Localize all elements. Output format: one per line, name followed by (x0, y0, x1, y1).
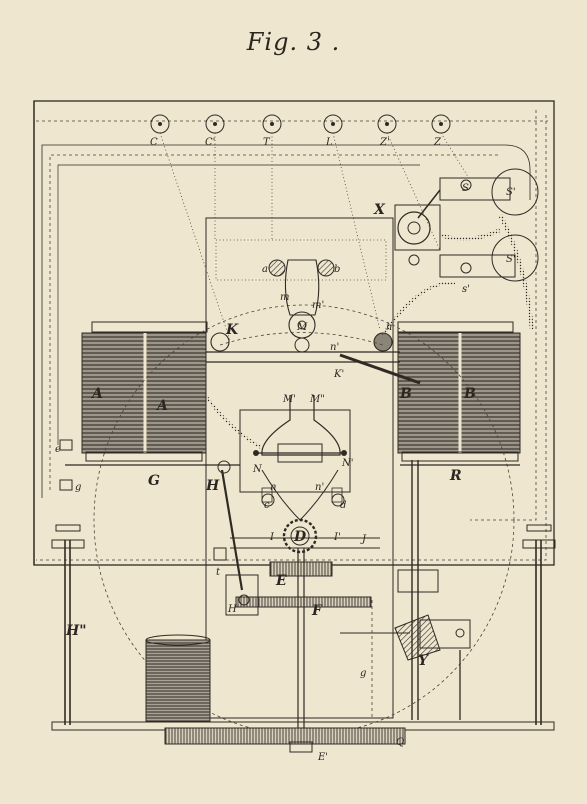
label-S: S (462, 183, 469, 194)
wire-top-1 (41, 144, 531, 498)
drum-cylinder (145, 634, 211, 723)
label-D: D (293, 529, 307, 545)
label-J: J (360, 534, 367, 545)
label-N-prime: N' (341, 458, 354, 469)
label-H-prime: H' (227, 604, 239, 615)
label-A-inner: A (155, 398, 168, 414)
electromagnet-B (397, 321, 521, 462)
label-B-outer: B (463, 386, 476, 402)
label-I-prime: I' (333, 532, 341, 543)
armature-top (268, 259, 335, 353)
label-H: H (205, 478, 220, 494)
label-s-prime: s' (462, 284, 470, 295)
label-t: t (216, 567, 221, 578)
label-C: C (150, 137, 158, 148)
label-K-prime: K' (333, 369, 344, 380)
label-S-prime-2: S' (506, 254, 516, 265)
label-M-dprime: M" (309, 394, 325, 405)
figure-title: Fig. 3 . (246, 28, 341, 56)
label-d: d (340, 500, 346, 511)
label-B-inner: B (399, 386, 412, 402)
label-c: c (264, 500, 270, 511)
pivot-K (210, 332, 230, 352)
label-g-lower: g (360, 668, 366, 679)
label-L: L (325, 137, 333, 148)
label-I: I (269, 532, 275, 543)
gear-D (230, 518, 380, 554)
post-left (51, 524, 85, 725)
label-T: T (263, 137, 271, 148)
label-F: F (311, 603, 323, 619)
mechanism-X (381, 168, 539, 336)
label-Z: Z (433, 137, 442, 148)
label-n-prime: n' (330, 342, 339, 353)
terminal-row (150, 114, 451, 134)
label-K: K (225, 322, 239, 338)
label-h: h (386, 322, 392, 333)
label-Q: Q (396, 737, 404, 748)
label-S-prime: S' (506, 187, 516, 198)
label-Y: Y (418, 653, 430, 669)
labels: C C' T L Z' Z A A B B K K' h n' X S S' S… (55, 137, 516, 763)
lever-G (59, 439, 244, 591)
label-m: m (280, 292, 289, 303)
label-E-prime: E' (317, 752, 328, 763)
label-m-prime: m' (312, 300, 324, 311)
label-b: b (334, 264, 340, 275)
label-R: R (449, 468, 462, 484)
gear-train (225, 548, 372, 740)
pivot-h (373, 332, 393, 352)
electromagnet-A (81, 321, 208, 462)
base-plate (51, 721, 555, 753)
label-e: e (55, 444, 61, 455)
label-g: g (75, 482, 81, 493)
central-board (205, 217, 394, 719)
label-M-prime: M' (282, 394, 296, 405)
label-E: E (275, 573, 287, 589)
label-X: X (373, 202, 386, 218)
label-N: N (252, 464, 263, 475)
label-C-prime: C' (205, 137, 215, 148)
yoke-N (239, 395, 351, 521)
label-n-right: n' (315, 482, 324, 493)
swing-arc (93, 304, 515, 736)
label-A-outer: A (90, 386, 103, 402)
label-M: M (296, 322, 308, 333)
label-a: a (262, 264, 268, 275)
label-G: G (148, 473, 160, 489)
escapement-Y (340, 569, 471, 720)
post-right (522, 524, 556, 725)
label-H-dprime: H" (65, 623, 87, 639)
label-n: n (270, 482, 276, 493)
label-Z-prime: Z' (379, 137, 390, 148)
